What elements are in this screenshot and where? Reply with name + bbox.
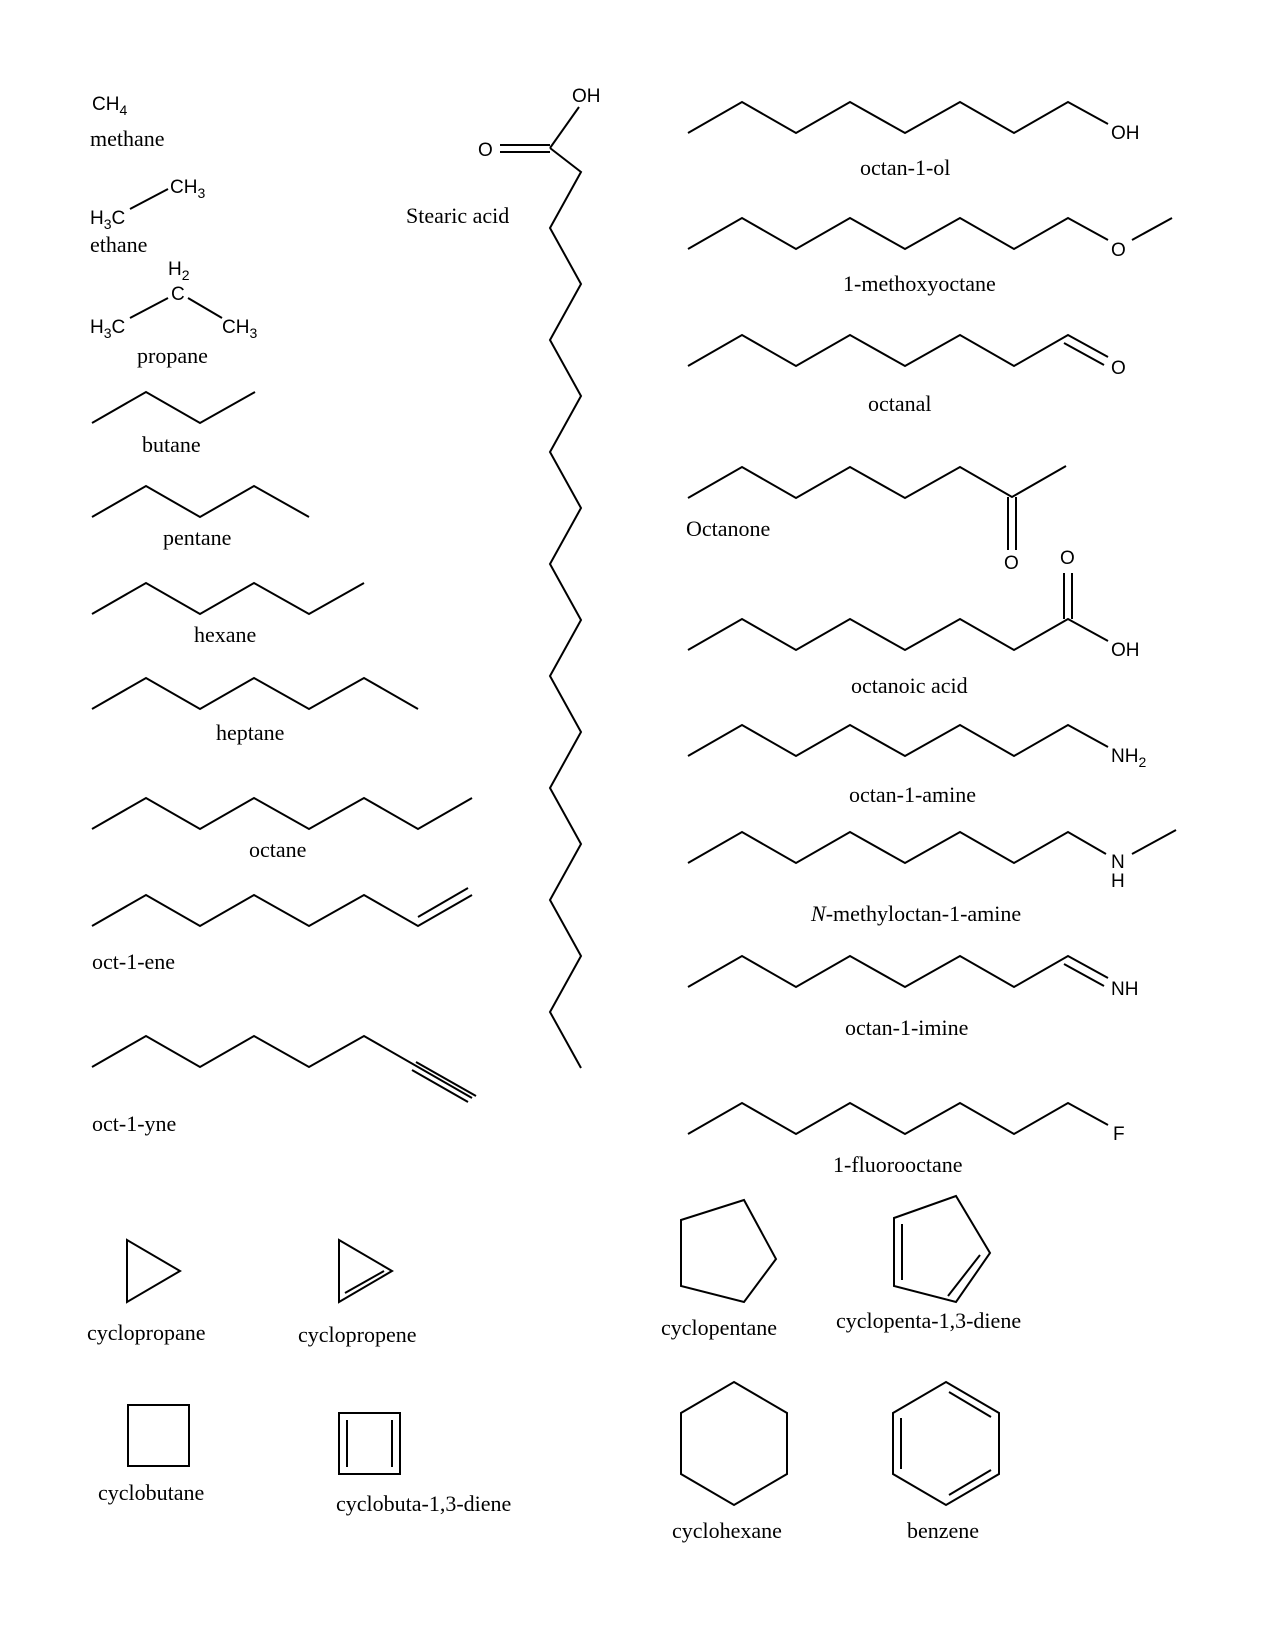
cyclopropane-structure: [126, 1238, 182, 1304]
cyclopentane-structure: [680, 1198, 778, 1304]
cyclopropene-label: cyclopropene: [298, 1322, 417, 1347]
ethane-label: ethane: [90, 232, 147, 257]
stearic-o: O: [478, 140, 493, 161]
cyclobutadiene-label: cyclobuta-1,3-diene: [336, 1491, 511, 1516]
octan1amine-nh2: NH2: [1111, 746, 1146, 770]
cyclopropene-structure: [338, 1238, 394, 1304]
octanoic-o: O: [1060, 548, 1075, 569]
octanoic-oh: OH: [1111, 640, 1140, 661]
octanone-label: Octanone: [686, 516, 770, 541]
methoxyoctane-o: O: [1111, 240, 1126, 261]
oct1yne-label: oct-1-yne: [92, 1111, 176, 1136]
propane-label: propane: [137, 343, 208, 368]
octanoic-acid-structure: O OH: [687, 548, 1140, 661]
octan1imine-structure: NH: [687, 954, 1138, 1000]
octan1amine-structure: NH2: [687, 723, 1146, 770]
butane-label: butane: [142, 432, 201, 457]
heptane-label: heptane: [216, 720, 284, 745]
fluorooctane-f: F: [1113, 1124, 1125, 1145]
cyclopentane-label: cyclopentane: [661, 1315, 777, 1340]
nmethyloctanamine-label: N-methyloctan-1-amine: [810, 901, 1021, 926]
cyclopentadiene-structure: [893, 1194, 992, 1304]
methoxyoctane-structure: O: [687, 216, 1173, 261]
stearic-acid-structure: OH O: [478, 86, 601, 1069]
stearic-oh: OH: [572, 86, 601, 107]
octanone-o: O: [1004, 553, 1019, 574]
benzene-label: benzene: [907, 1518, 979, 1543]
pentane-label: pentane: [163, 525, 231, 550]
octan1ol-oh: OH: [1111, 123, 1140, 144]
methoxyoctane-label: 1-methoxyoctane: [843, 271, 996, 296]
octane-structure: [91, 796, 473, 831]
octanal-o: O: [1111, 358, 1126, 379]
fluorooctane-structure: F: [687, 1101, 1125, 1145]
fluorooctane-label: 1-fluorooctane: [833, 1152, 963, 1177]
propane-structure: H2 C H3C CH3: [90, 259, 257, 341]
hexane-structure: [91, 581, 365, 616]
propane-h3c: H3C: [90, 317, 125, 341]
ethane-ch3: CH3: [170, 177, 205, 201]
octan1imine-label: octan-1-imine: [845, 1015, 968, 1040]
oct1yne-structure: [91, 1034, 477, 1103]
octanal-structure: O: [687, 333, 1126, 379]
cyclobutadiene-structure: [338, 1412, 401, 1475]
heptane-structure: [91, 676, 419, 711]
benzene-structure: [892, 1380, 1000, 1507]
cyclohexane-structure: [680, 1380, 788, 1507]
hexane-label: hexane: [194, 622, 256, 647]
nmethyl-n: N: [1111, 852, 1125, 873]
ethane-structure: H3C CH3: [90, 177, 205, 232]
ethane-h3c: H3C: [90, 208, 125, 232]
cyclopentadiene-label: cyclopenta-1,3-diene: [836, 1308, 1021, 1333]
butane-structure: [91, 390, 256, 425]
propane-c: C: [171, 284, 185, 305]
octanone-structure: O: [687, 465, 1067, 574]
cyclobutane-label: cyclobutane: [98, 1480, 204, 1505]
nmethyloctanamine-structure: N H: [687, 829, 1177, 892]
methane-label: methane: [90, 126, 165, 151]
oct1ene-structure: [91, 887, 473, 928]
cyclopropane-label: cyclopropane: [87, 1320, 206, 1345]
cyclobutane-structure: [127, 1404, 190, 1467]
oct1ene-label: oct-1-ene: [92, 949, 175, 974]
nmethyl-h: H: [1111, 871, 1125, 892]
octan1amine-label: octan-1-amine: [849, 782, 976, 807]
octan1ol-structure: OH: [687, 100, 1140, 144]
methane-formula: CH4: [92, 94, 127, 118]
pentane-structure: [91, 484, 310, 519]
cyclohexane-label: cyclohexane: [672, 1518, 782, 1543]
propane-ch3: CH3: [222, 317, 257, 341]
octanoic-acid-label: octanoic acid: [851, 673, 968, 698]
methane-structure: CH4: [92, 94, 127, 118]
octan1imine-nh: NH: [1111, 979, 1138, 1000]
propane-h2: H2: [168, 259, 190, 283]
stearic-acid-label: Stearic acid: [406, 203, 509, 228]
octane-label: octane: [249, 837, 306, 862]
octan1ol-label: octan-1-ol: [860, 155, 950, 180]
octanal-label: octanal: [868, 391, 932, 416]
